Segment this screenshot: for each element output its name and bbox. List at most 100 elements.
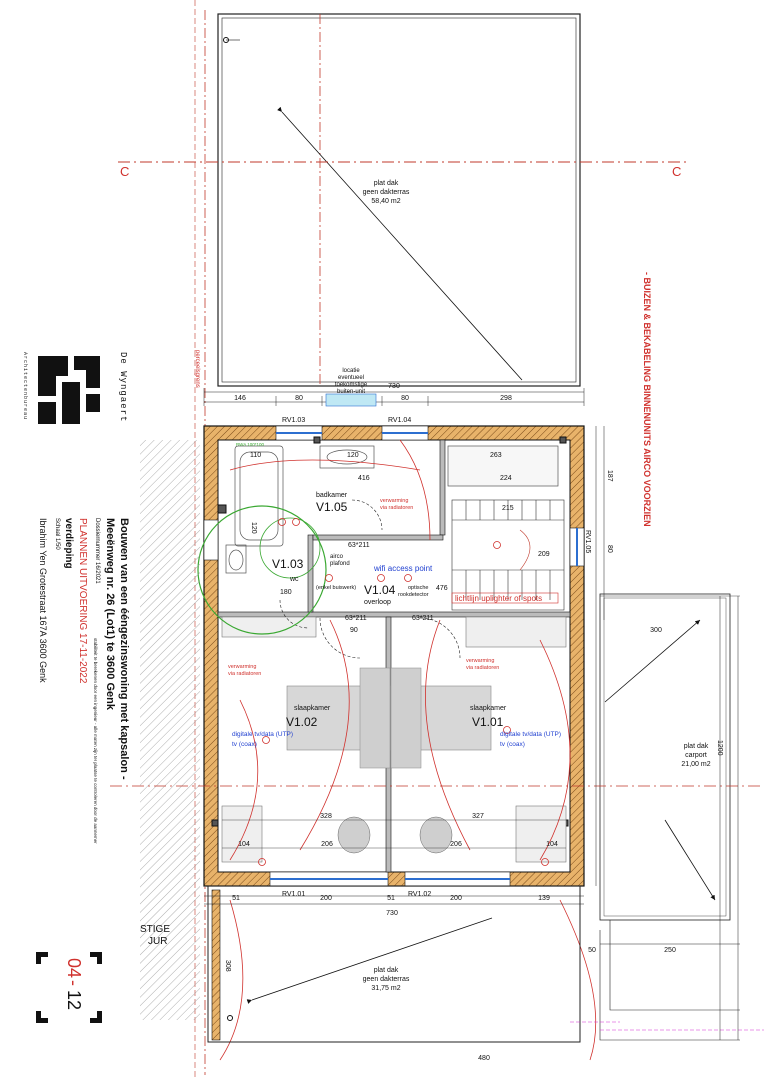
page-corner-marks [36, 952, 102, 1023]
perceelsgrens-label: perceelsgrens [194, 350, 200, 388]
tv-data-right: digitale tv/data (UTP) [500, 731, 561, 738]
sheet-name: verdieping [63, 518, 74, 569]
dim-inner-2: 120 [347, 452, 359, 459]
room-name-wc: wc [289, 576, 299, 583]
dim-misc-7: 308 [224, 960, 231, 972]
verwarming-2b: via radiatoren [466, 665, 499, 671]
project-title-2: Meeënweg nr. 26 (Lot1) te 3600 Genk [104, 518, 116, 710]
dim-right-5: 187 [606, 470, 613, 482]
wardrobes [221, 616, 567, 863]
stair-cut-1: STIGE [140, 924, 170, 935]
chairs [337, 816, 453, 854]
window-rv1-03: RV1.03 [282, 417, 305, 424]
scale: Schaal 1/50 [54, 518, 60, 550]
dim-misc-10: 120 [250, 522, 257, 534]
dim-misc-1: 63*211 [348, 542, 370, 549]
stability-note: stabiliteit te berekenen door een ingeni… [93, 638, 98, 844]
bathroom-fixtures [225, 445, 559, 574]
dim-right-6: 80 [606, 545, 613, 553]
beds [286, 667, 492, 769]
airco-plafond-3: (enkel buiswerk) [316, 585, 356, 591]
carport-line2: carport [685, 752, 707, 759]
dim-top-total: 730 [388, 383, 400, 390]
dim-misc-2: 63*211 [345, 615, 367, 622]
page-current: 04 [64, 958, 84, 979]
rook-1: optische [408, 585, 429, 591]
dim-inner-6: 215 [502, 505, 514, 512]
section-mark-right: C [672, 164, 681, 179]
dim-misc-4: 90 [350, 627, 358, 634]
dim-inner-1: 110 [250, 452, 261, 459]
room-name-slaapkamer-2: slaapkamer [294, 705, 331, 712]
dim-right-1: 300 [650, 627, 662, 634]
dim-misc-3: 63*211 [412, 615, 434, 622]
room-name-slaapkamer-1: slaapkamer [470, 705, 507, 712]
carport-line3: 21,00 m2 [681, 761, 710, 768]
roof-top-line2: geen dakterras [363, 189, 410, 196]
dim-misc-8: 476 [436, 585, 448, 592]
dim-misc-9: 209 [538, 551, 550, 558]
roof-top-area [217, 13, 581, 387]
airco-location: locatie eventueel toekomstige buiten-uni… [335, 368, 368, 395]
window-rv1-02: RV1.02 [408, 891, 431, 898]
client-address: Ibrahim Yen Grotestraat 167A 3600 Genk [38, 518, 48, 683]
door-swings [279, 499, 461, 659]
verwarming-2a: verwarming [466, 658, 494, 664]
tv-data-left: digitale tv/data (UTP) [232, 731, 293, 738]
project-title-1: Bouwen van een ééngezinswoning met kapsa… [118, 518, 130, 780]
tv-coax-left: tv (coax) [232, 741, 257, 748]
room-name-badkamer: badkamer [316, 492, 348, 499]
staircase [451, 499, 565, 611]
verwarming-1a: verwarming [380, 498, 408, 504]
tv-coax-right: tv (coax) [500, 741, 525, 748]
roof-bottom-line3: 31,75 m2 [371, 985, 400, 992]
room-name-overloop: overloop [364, 599, 391, 606]
rwa-label: RWA 100*100 [236, 442, 265, 447]
dim-misc-6: 480 [478, 1055, 490, 1062]
roof-bottom-line2: geen dakterras [363, 976, 410, 983]
dim-misc-5: 180 [280, 589, 292, 596]
verwarming-1b: via radiatoren [380, 505, 413, 511]
airco-line4: buiten-unit [337, 389, 365, 395]
office-sub: Architectenbureau [22, 352, 28, 421]
dim-bottom-3: 51 [387, 895, 395, 902]
dim-bed-1: 328 [320, 813, 332, 820]
verwarming-3a: verwarming [228, 664, 256, 670]
dim-right-3: 250 [664, 947, 676, 954]
office-name: De Wyngaert [118, 352, 128, 423]
rook-2: rookdetector [398, 592, 429, 598]
roof-bottom-line1: plat dak [374, 967, 399, 974]
dossier-number: Dossiernummer 16/2021 [94, 518, 100, 584]
logo-mark [38, 356, 100, 424]
dim-top-4: 80 [401, 395, 409, 402]
roof-top-line3: 58,40 m2 [371, 198, 400, 205]
neighbour-zone: STIGE JUR [140, 440, 200, 1020]
page-total: 12 [64, 990, 84, 1011]
page-separator: - [64, 980, 84, 986]
electrical-wiring [219, 439, 597, 1061]
dimension-chain-bottom [204, 895, 584, 905]
dim-bed-4: 206 [450, 841, 462, 848]
dim-inner-5: 416 [358, 475, 370, 482]
office-logo [34, 352, 104, 428]
room-code-v1-04: V1.04 [364, 583, 396, 597]
dimension-chain-top [203, 388, 585, 406]
dim-inner-4: 224 [500, 475, 512, 482]
dim-bottom-1: 51 [232, 895, 240, 902]
dim-bottom-2: 200 [320, 895, 332, 902]
dim-top-2: 80 [295, 395, 303, 402]
wifi-label: wifi access point [373, 564, 433, 573]
airco-plafond-1: airco [330, 554, 344, 560]
dim-right-4: 50 [588, 947, 596, 954]
room-code-v1-05: V1.05 [316, 500, 348, 514]
room-code-v1-01: V1.01 [472, 715, 504, 729]
window-rv1-04: RV1.04 [388, 417, 411, 424]
airco-line1: locatie [342, 368, 360, 374]
carport-line1: plat dak [684, 743, 709, 750]
dimension-chain-right [595, 426, 740, 1040]
dim-bed-6: 104 [546, 841, 558, 848]
roof-top-line1: plat dak [374, 180, 399, 187]
dim-bottom-total: 730 [386, 910, 398, 917]
section-line-c: C C [118, 161, 690, 179]
